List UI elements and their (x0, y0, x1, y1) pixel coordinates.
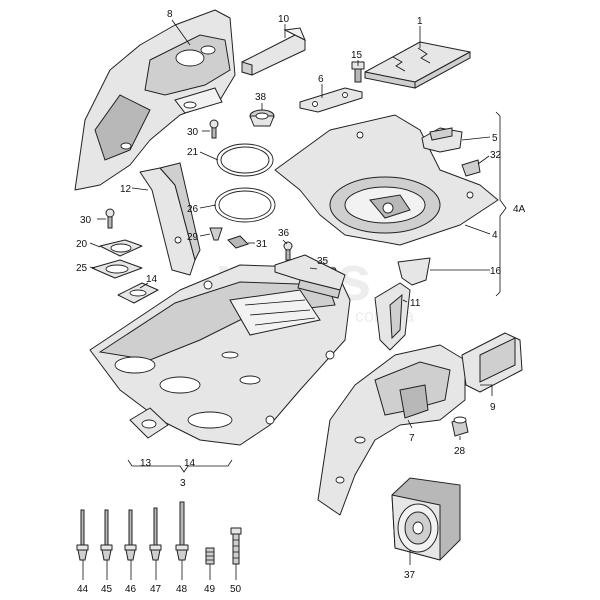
callout-44: 44 (77, 584, 89, 595)
part-35-cross-member[interactable] (274, 254, 346, 299)
part-37-speaker-housing[interactable] (391, 477, 461, 561)
part-46-stud[interactable] (124, 509, 137, 561)
part-38-grommet[interactable] (249, 109, 275, 127)
callout-9: 9 (490, 402, 496, 413)
callout-25: 25 (76, 263, 88, 274)
part-36-screw[interactable] (283, 241, 293, 261)
callout-4: 4 (492, 230, 498, 241)
part-30-screw-upper[interactable] (209, 119, 219, 139)
callout-35: 35 (317, 256, 329, 267)
part-14-cover-plate-upper[interactable] (117, 282, 159, 304)
callout-5: 5 (492, 133, 498, 144)
part-4-spare-wheel-well[interactable] (274, 114, 499, 246)
callout-12: 12 (120, 184, 132, 195)
callout-46: 46 (125, 584, 137, 595)
part-48-stud[interactable] (175, 501, 189, 561)
callout-30-lower: 30 (80, 215, 92, 226)
part-31-cap[interactable] (227, 235, 249, 249)
callout-38: 38 (255, 92, 267, 103)
callout-26: 26 (187, 204, 199, 215)
callout-3: 3 (180, 478, 186, 489)
callout-30-upper: 30 (187, 127, 199, 138)
callout-31: 31 (256, 239, 268, 250)
callout-14-lower: 14 (184, 458, 196, 469)
callout-50: 50 (230, 584, 242, 595)
part-7-wheel-housing-right[interactable] (317, 344, 466, 516)
leader-lines (82, 19, 493, 580)
callout-8: 8 (167, 9, 173, 20)
braces (127, 111, 507, 473)
callout-49: 49 (204, 584, 216, 595)
callout-4a: 4A (513, 204, 526, 215)
callout-15: 15 (351, 50, 363, 61)
part-28-rubber-buffer[interactable] (451, 416, 469, 437)
part-14-cover-plate-lower[interactable] (129, 407, 169, 439)
part-50-threaded-bolt[interactable] (230, 527, 242, 565)
part-30-screw-lower[interactable] (105, 208, 115, 229)
part-26-seal-ring[interactable] (214, 187, 276, 223)
part-49-spacer[interactable] (205, 547, 215, 565)
callout-16: 16 (490, 266, 502, 277)
callout-29: 29 (187, 232, 199, 243)
callout-36: 36 (278, 228, 290, 239)
part-12-longitudinal-member[interactable] (139, 162, 201, 276)
part-45-stud[interactable] (100, 509, 113, 561)
part-47-stud[interactable] (149, 507, 162, 561)
part-1-insulation-mat[interactable] (364, 41, 471, 89)
callout-28: 28 (454, 446, 466, 457)
part-44-stud[interactable] (76, 509, 89, 561)
callout-21: 21 (187, 147, 199, 158)
part-20-gasket[interactable] (99, 239, 143, 257)
part-32-angle-bracket[interactable] (461, 159, 481, 177)
part-21-seal-ring[interactable] (216, 143, 274, 177)
callout-10: 10 (278, 14, 290, 25)
callout-13: 13 (140, 458, 152, 469)
part-9-rail[interactable] (461, 332, 523, 393)
callout-20: 20 (76, 239, 88, 250)
callout-11: 11 (410, 298, 421, 309)
part-3-floor-pan[interactable] (89, 264, 351, 446)
callout-6: 6 (318, 74, 324, 85)
part-16-mounting-block[interactable] (397, 257, 431, 286)
callout-47: 47 (150, 584, 162, 595)
part-10-bracket[interactable] (241, 27, 306, 76)
part-6-support-strip[interactable] (299, 87, 363, 113)
part-29-clip[interactable] (209, 227, 223, 241)
callout-1: 1 (417, 16, 423, 27)
part-5-bracket[interactable] (421, 127, 463, 153)
callout-32: 32 (490, 150, 502, 161)
callout-37: 37 (404, 570, 416, 581)
part-11-side-member[interactable] (374, 282, 411, 351)
callout-48: 48 (176, 584, 188, 595)
callout-14-upper: 14 (146, 274, 158, 285)
callout-45: 45 (101, 584, 113, 595)
callout-7: 7 (409, 433, 415, 444)
part-8-wheel-housing-left[interactable] (74, 9, 236, 191)
part-25-gasket[interactable] (91, 259, 143, 279)
callout-labels: 8 10 1 15 6 38 30 21 26 29 31 12 30 20 2… (76, 9, 526, 595)
